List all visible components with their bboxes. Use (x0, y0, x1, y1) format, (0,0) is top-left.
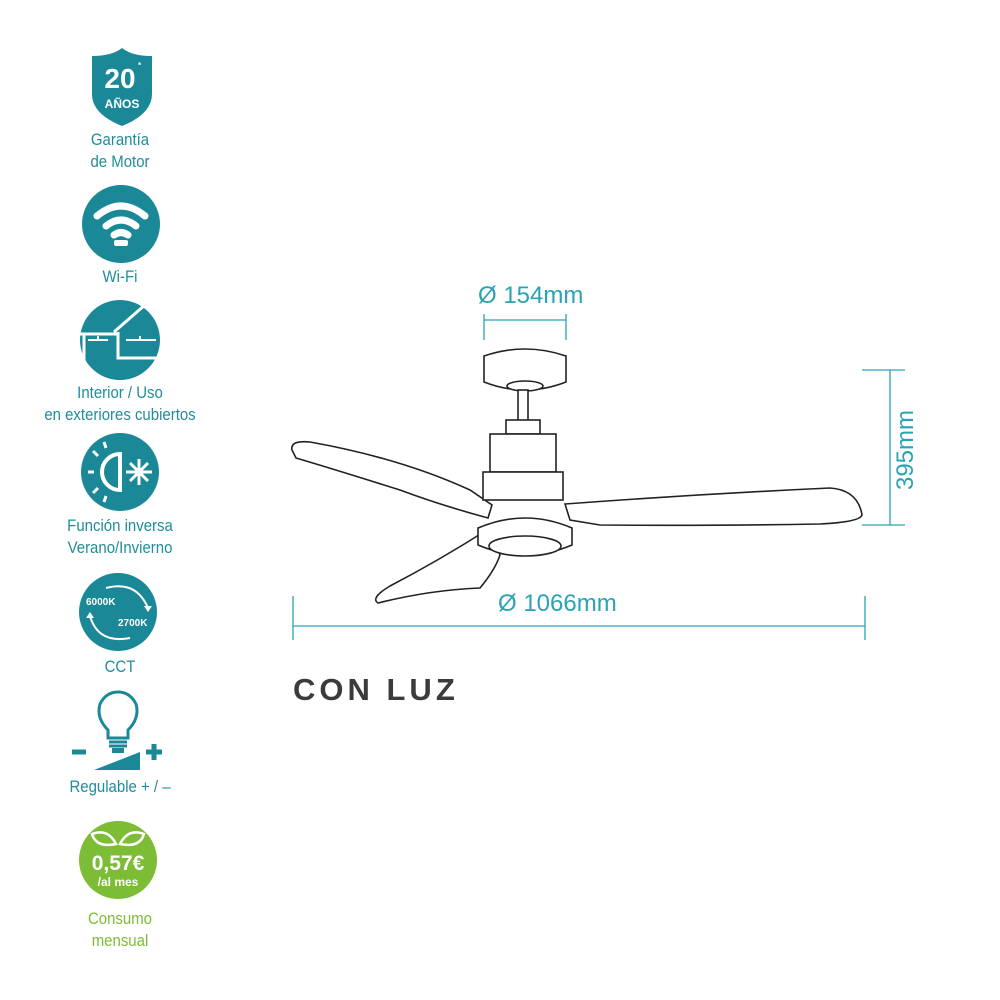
height-label: 395mm (892, 409, 920, 491)
fan-blade-bottom (374, 526, 501, 604)
svg-text:*: * (138, 61, 142, 70)
product-title: CON LUZ (293, 672, 459, 707)
summer-winter-icon (81, 433, 159, 511)
svg-text:2700K: 2700K (118, 618, 148, 629)
fan-diameter-label: Ø 1066mm (498, 590, 617, 617)
svg-text:6000K: 6000K (86, 597, 116, 608)
cct-label: CCT (104, 657, 136, 676)
indoor-outdoor-house-icon (80, 300, 176, 380)
wifi-label: Wi-Fi (102, 267, 138, 286)
svg-text:20: 20 (104, 63, 135, 94)
fan-blade-left (291, 440, 493, 519)
dimmable-label: Regulable + / – (69, 777, 171, 796)
shield-warranty-icon: 20 * AÑOS (92, 48, 152, 126)
cct-icon: 6000K 2700K (79, 573, 157, 651)
motor-housing (489, 433, 557, 473)
svg-text:AÑOS: AÑOS (105, 96, 140, 111)
svg-text:/al mes: /al mes (98, 875, 139, 889)
dimension-lines (292, 314, 905, 640)
canopy (483, 348, 567, 391)
downrod (517, 389, 529, 423)
fan-blade-right (563, 487, 863, 527)
svg-text:0,57€: 0,57€ (92, 852, 145, 875)
canopy-diameter-label: Ø 154mm (478, 282, 584, 309)
energy-leaf-icon: 0,57€ /al mes (79, 821, 157, 899)
wifi-icon (82, 185, 160, 263)
dimmable-bulb-icon (72, 690, 162, 770)
